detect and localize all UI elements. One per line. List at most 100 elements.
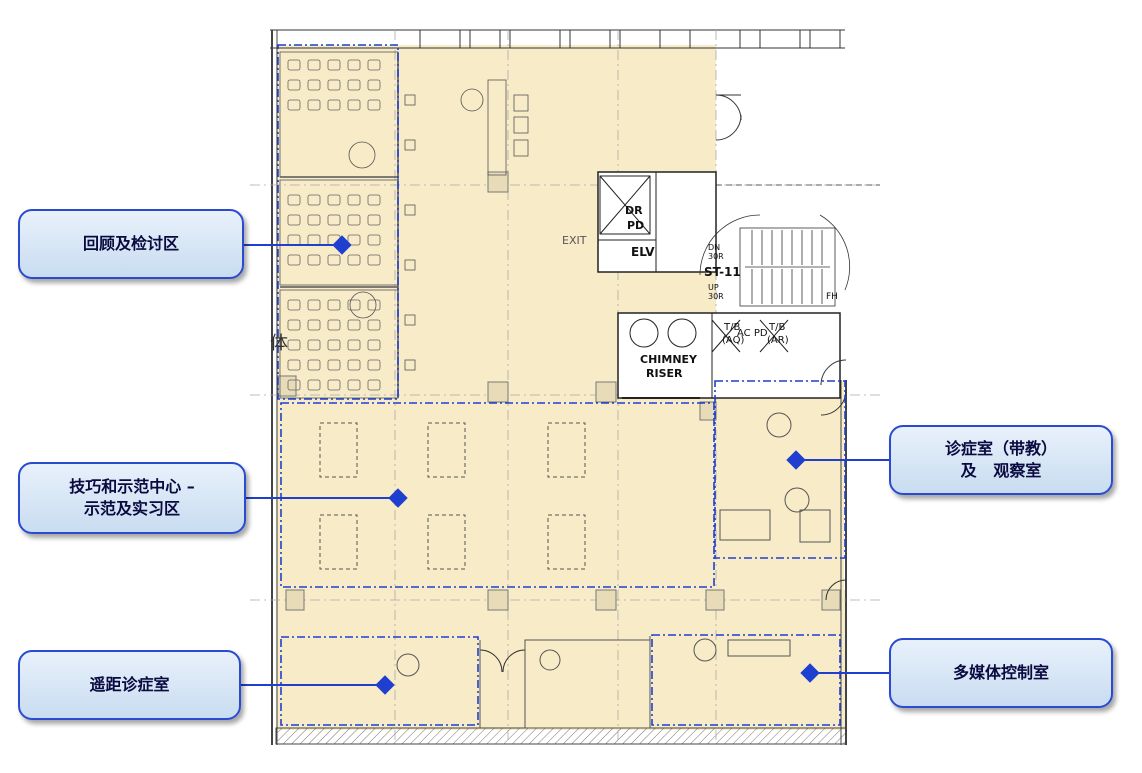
marker-clinic	[786, 450, 806, 470]
zone-review	[277, 44, 399, 400]
demo-stations	[319, 422, 586, 570]
chair-icon	[327, 214, 341, 226]
chair-icon	[307, 214, 321, 226]
chair-icon	[327, 299, 341, 311]
chair-icon	[287, 194, 301, 206]
chair-icon	[347, 319, 361, 331]
chair-icon	[287, 299, 301, 311]
label-tb-ar: T/B	[769, 322, 786, 333]
chair-icon	[307, 194, 321, 206]
label-dn-risers: 30R	[708, 252, 724, 261]
bottom-wall	[275, 727, 847, 745]
chair-icon	[347, 234, 361, 246]
columns	[277, 171, 841, 611]
callout-review-area: 回顾及检讨区	[18, 209, 244, 279]
chair-icon	[327, 59, 341, 71]
zone-media	[651, 634, 841, 726]
chair-icon	[367, 194, 381, 206]
chair-icon	[347, 59, 361, 71]
label-dn: DN	[708, 243, 721, 252]
chair-icon	[367, 254, 381, 266]
chair-icon	[327, 254, 341, 266]
chair-icon	[367, 299, 381, 311]
chair-icon	[287, 359, 301, 371]
chair-icon	[287, 379, 301, 391]
label-exit: EXIT	[562, 234, 587, 247]
label-chimney: CHIMNEY	[640, 353, 698, 366]
marker-skills	[388, 488, 408, 508]
marker-review	[332, 235, 352, 255]
callout-media-text: 多媒体控制室	[952, 663, 1049, 682]
label-ac-pd: AC PD	[737, 328, 768, 339]
chair-icon	[347, 214, 361, 226]
chair-icon	[347, 379, 361, 391]
chair-icon	[347, 79, 361, 91]
zone-skills	[280, 402, 715, 588]
zone-clinic	[714, 380, 846, 559]
marker-tele	[375, 675, 395, 695]
zone-outlines	[277, 44, 846, 726]
chair-icon	[367, 319, 381, 331]
chair-icon	[307, 299, 321, 311]
label-fh: FH	[826, 292, 838, 302]
label-pd: PD	[627, 219, 645, 232]
chair-icon	[367, 379, 381, 391]
chair-icon	[307, 379, 321, 391]
chair-icon	[307, 79, 321, 91]
leader-lines	[240, 244, 890, 686]
upper-furniture	[348, 79, 529, 371]
chair-icon	[367, 99, 381, 111]
chair-icon	[287, 214, 301, 226]
chair-icon	[287, 99, 301, 111]
chair-icon	[347, 299, 361, 311]
chair-icon	[327, 339, 341, 351]
callout-clinic-line2: 及 观察室	[960, 461, 1042, 480]
chair-icon	[367, 339, 381, 351]
chair-icon	[307, 99, 321, 111]
core-details	[598, 172, 789, 399]
callout-tele-text: 遥距诊症室	[89, 675, 170, 694]
callout-skills-line1: 技巧和示范中心 –	[69, 477, 195, 496]
top-wall	[270, 29, 845, 49]
chair-icon	[367, 359, 381, 371]
chair-icon	[307, 59, 321, 71]
chair-icon	[327, 79, 341, 91]
label-ar: (AR)	[767, 335, 789, 346]
chair-icon	[327, 194, 341, 206]
chair-icon	[367, 214, 381, 226]
zone-markers	[332, 235, 820, 695]
label-aq: (AQ)	[722, 335, 745, 346]
left-wall	[271, 30, 278, 745]
chair-icon	[307, 254, 321, 266]
chair-icon	[367, 59, 381, 71]
seating-rooms	[279, 51, 399, 399]
chair-icon	[347, 339, 361, 351]
marker-media	[800, 663, 820, 683]
chair-icon	[327, 379, 341, 391]
core-block	[597, 171, 841, 399]
label-elv: ELV	[631, 245, 655, 259]
chair-icon	[287, 59, 301, 71]
chair-icon	[347, 254, 361, 266]
chair-icon	[327, 99, 341, 111]
label-up: UP	[708, 283, 719, 292]
chair-icon	[307, 319, 321, 331]
stair	[699, 184, 880, 307]
label-stair: ST-11	[704, 265, 741, 279]
callout-clinic-room: 诊症室（带教） 及 观察室	[889, 425, 1113, 495]
callout-skills-center: 技巧和示范中心 – 示范及实习区	[18, 462, 246, 534]
chair-icon	[347, 194, 361, 206]
chair-icon	[287, 254, 301, 266]
chairs	[287, 59, 381, 391]
callout-tele-consult: 遥距诊症室	[18, 650, 241, 720]
doors	[479, 94, 847, 673]
lower-rooms	[396, 412, 831, 729]
callout-media-control: 多媒体控制室	[889, 638, 1113, 708]
label-tb-aq: T/B	[724, 322, 741, 333]
right-wall	[840, 380, 847, 745]
label-riser: RISER	[646, 367, 683, 380]
label-ti: 体	[270, 333, 288, 354]
label-dr: DR	[625, 204, 643, 217]
chair-icon	[287, 79, 301, 91]
